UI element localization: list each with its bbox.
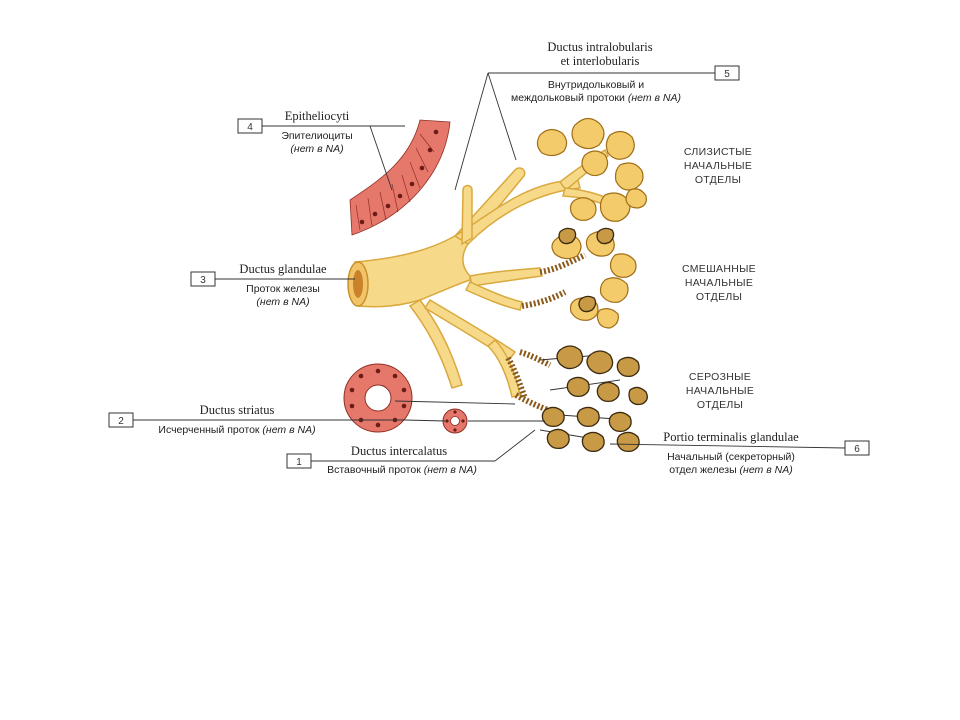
serous-caption: СЕРОЗНЫЕ НАЧАЛЬНЫЕ ОТДЕЛЫ: [686, 371, 754, 411]
svg-text:ОТДЕЛЫ: ОТДЕЛЫ: [696, 291, 742, 303]
svg-text:СЕРОЗНЫЕ: СЕРОЗНЫЕ: [689, 371, 751, 383]
callout-number: 2: [118, 416, 124, 427]
svg-text:СМЕШАННЫЕ: СМЕШАННЫЕ: [682, 263, 756, 275]
callout-box-3: [190, 271, 216, 287]
callout-box-1: [286, 453, 312, 469]
callout-number: 5: [724, 69, 730, 80]
epithelium-arc: [349, 119, 451, 236]
intercalated-duct-section: [442, 408, 468, 434]
svg-text:ОТДЕЛЫ: ОТДЕЛЫ: [697, 399, 743, 411]
mucous-acini: [536, 117, 647, 222]
latin-label: Epitheliocyti: [285, 109, 350, 123]
duct-tree: [347, 167, 581, 398]
russian-label: Вставочный проток (нет в NA): [327, 464, 477, 476]
svg-text:НАЧАЛЬНЫЕ: НАЧАЛЬНЫЕ: [686, 385, 754, 397]
serous-acini: [505, 345, 648, 453]
callout-3: 3 Ductus glandulae Проток железы (нет в …: [190, 262, 327, 308]
russian-note: (нет в NA): [256, 296, 309, 308]
mixed-acini: [521, 227, 637, 329]
russian-label: Исчерченный проток (нет в NA): [158, 424, 315, 436]
latin-label: Portio terminalis glandulae: [663, 430, 799, 444]
mixed-caption: СМЕШАННЫЕ НАЧАЛЬНЫЕ ОТДЕЛЫ: [682, 263, 756, 303]
callout-5: 5 Ductus intralobularis et interlobulari…: [511, 40, 740, 104]
russian-label: отдел железы (нет в NA): [669, 464, 792, 476]
svg-text:СЛИЗИСТЫЕ: СЛИЗИСТЫЕ: [684, 146, 752, 158]
callout-number: 6: [854, 444, 860, 455]
latin-label: Ductus striatus: [200, 403, 275, 417]
callout-6: 6 Portio terminalis glandulae Начальный …: [663, 430, 870, 476]
callout-box-4: [237, 118, 263, 134]
callout-number: 3: [200, 275, 206, 286]
latin-label: Ductus intralobularis: [547, 40, 652, 54]
latin-label: Ductus intercalatus: [351, 444, 447, 458]
callout-number: 1: [296, 457, 302, 468]
russian-label: Эпителиоциты: [281, 130, 352, 142]
callout-number: 4: [247, 122, 253, 133]
russian-note: (нет в NA): [290, 143, 343, 155]
svg-text:НАЧАЛЬНЫЕ: НАЧАЛЬНЫЕ: [684, 160, 752, 172]
mucous-caption: СЛИЗИСТЫЕ НАЧАЛЬНЫЕ ОТДЕЛЫ: [684, 146, 752, 186]
callout-4: 4 Epitheliocyti Эпителиоциты (нет в NA): [237, 109, 353, 155]
leader-lines: [133, 72, 846, 462]
latin-label: Ductus glandulae: [239, 262, 327, 276]
svg-text:НАЧАЛЬНЫЕ: НАЧАЛЬНЫЕ: [685, 277, 753, 289]
russian-label: междольковый протоки (нет в NA): [511, 92, 681, 104]
callout-box-2: [108, 412, 134, 428]
callout-1: 1 Ductus intercalatus Вставочный проток …: [286, 444, 477, 476]
svg-text:ОТДЕЛЫ: ОТДЕЛЫ: [695, 174, 741, 186]
russian-label: Начальный (секреторный): [667, 451, 795, 463]
latin-label: et interlobularis: [561, 54, 640, 68]
striated-duct-section: [343, 363, 413, 433]
russian-label: Проток железы: [246, 283, 320, 295]
callout-2: 2 Ductus striatus Исчерченный проток (не…: [108, 403, 316, 436]
callout-box-6: [844, 440, 870, 456]
russian-label: Внутридольковый и: [548, 79, 644, 91]
callout-box-5: [714, 65, 740, 81]
